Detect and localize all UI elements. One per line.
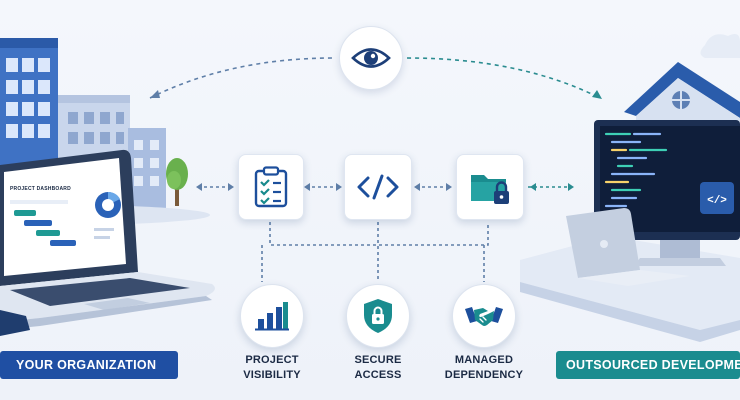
benefit-label-line2: DEPENDENCY xyxy=(444,369,524,381)
benefit-label-line1: MANAGED xyxy=(454,354,514,366)
code-brackets-icon xyxy=(357,174,399,200)
your-organization-banner: YOUR ORGANIZATION xyxy=(0,351,178,379)
secure-access-node xyxy=(346,284,410,348)
oversight-node xyxy=(339,26,403,90)
benefit-label-managed-dependency: MANAGED DEPENDENCY xyxy=(434,353,534,383)
benefit-label-line1: PROJECT xyxy=(245,354,299,366)
shield-lock-icon xyxy=(364,299,392,333)
bar-chart-icon xyxy=(255,302,289,331)
benefit-label-line2: VISIBILITY xyxy=(243,369,301,381)
project-visibility-node xyxy=(240,284,304,348)
benefit-label-secure-access: SECURE ACCESS xyxy=(328,353,428,383)
benefit-label-line2: ACCESS xyxy=(354,369,402,381)
folder-lock-icon xyxy=(471,175,509,204)
svg-text:</>: </> xyxy=(707,195,727,207)
developer-workstation-illustration: </> xyxy=(520,120,740,342)
repository-node xyxy=(456,154,524,220)
managed-dependency-node xyxy=(452,284,516,348)
outsourced-team-banner: OUTSOURCED DEVELOPMENT TE xyxy=(556,351,740,379)
dashboard-title: PROJECT DASHBOARD xyxy=(10,186,71,192)
benefit-label-project-visibility: PROJECT VISIBILITY xyxy=(222,353,322,383)
eye-icon xyxy=(351,48,391,68)
benefit-label-line1: SECURE xyxy=(354,354,402,366)
laptop-illustration xyxy=(0,149,215,336)
requirements-node xyxy=(238,154,304,220)
development-node xyxy=(344,154,412,220)
clipboard-checklist-icon xyxy=(254,166,288,208)
handshake-icon xyxy=(465,307,503,326)
connector-lines xyxy=(149,57,602,282)
